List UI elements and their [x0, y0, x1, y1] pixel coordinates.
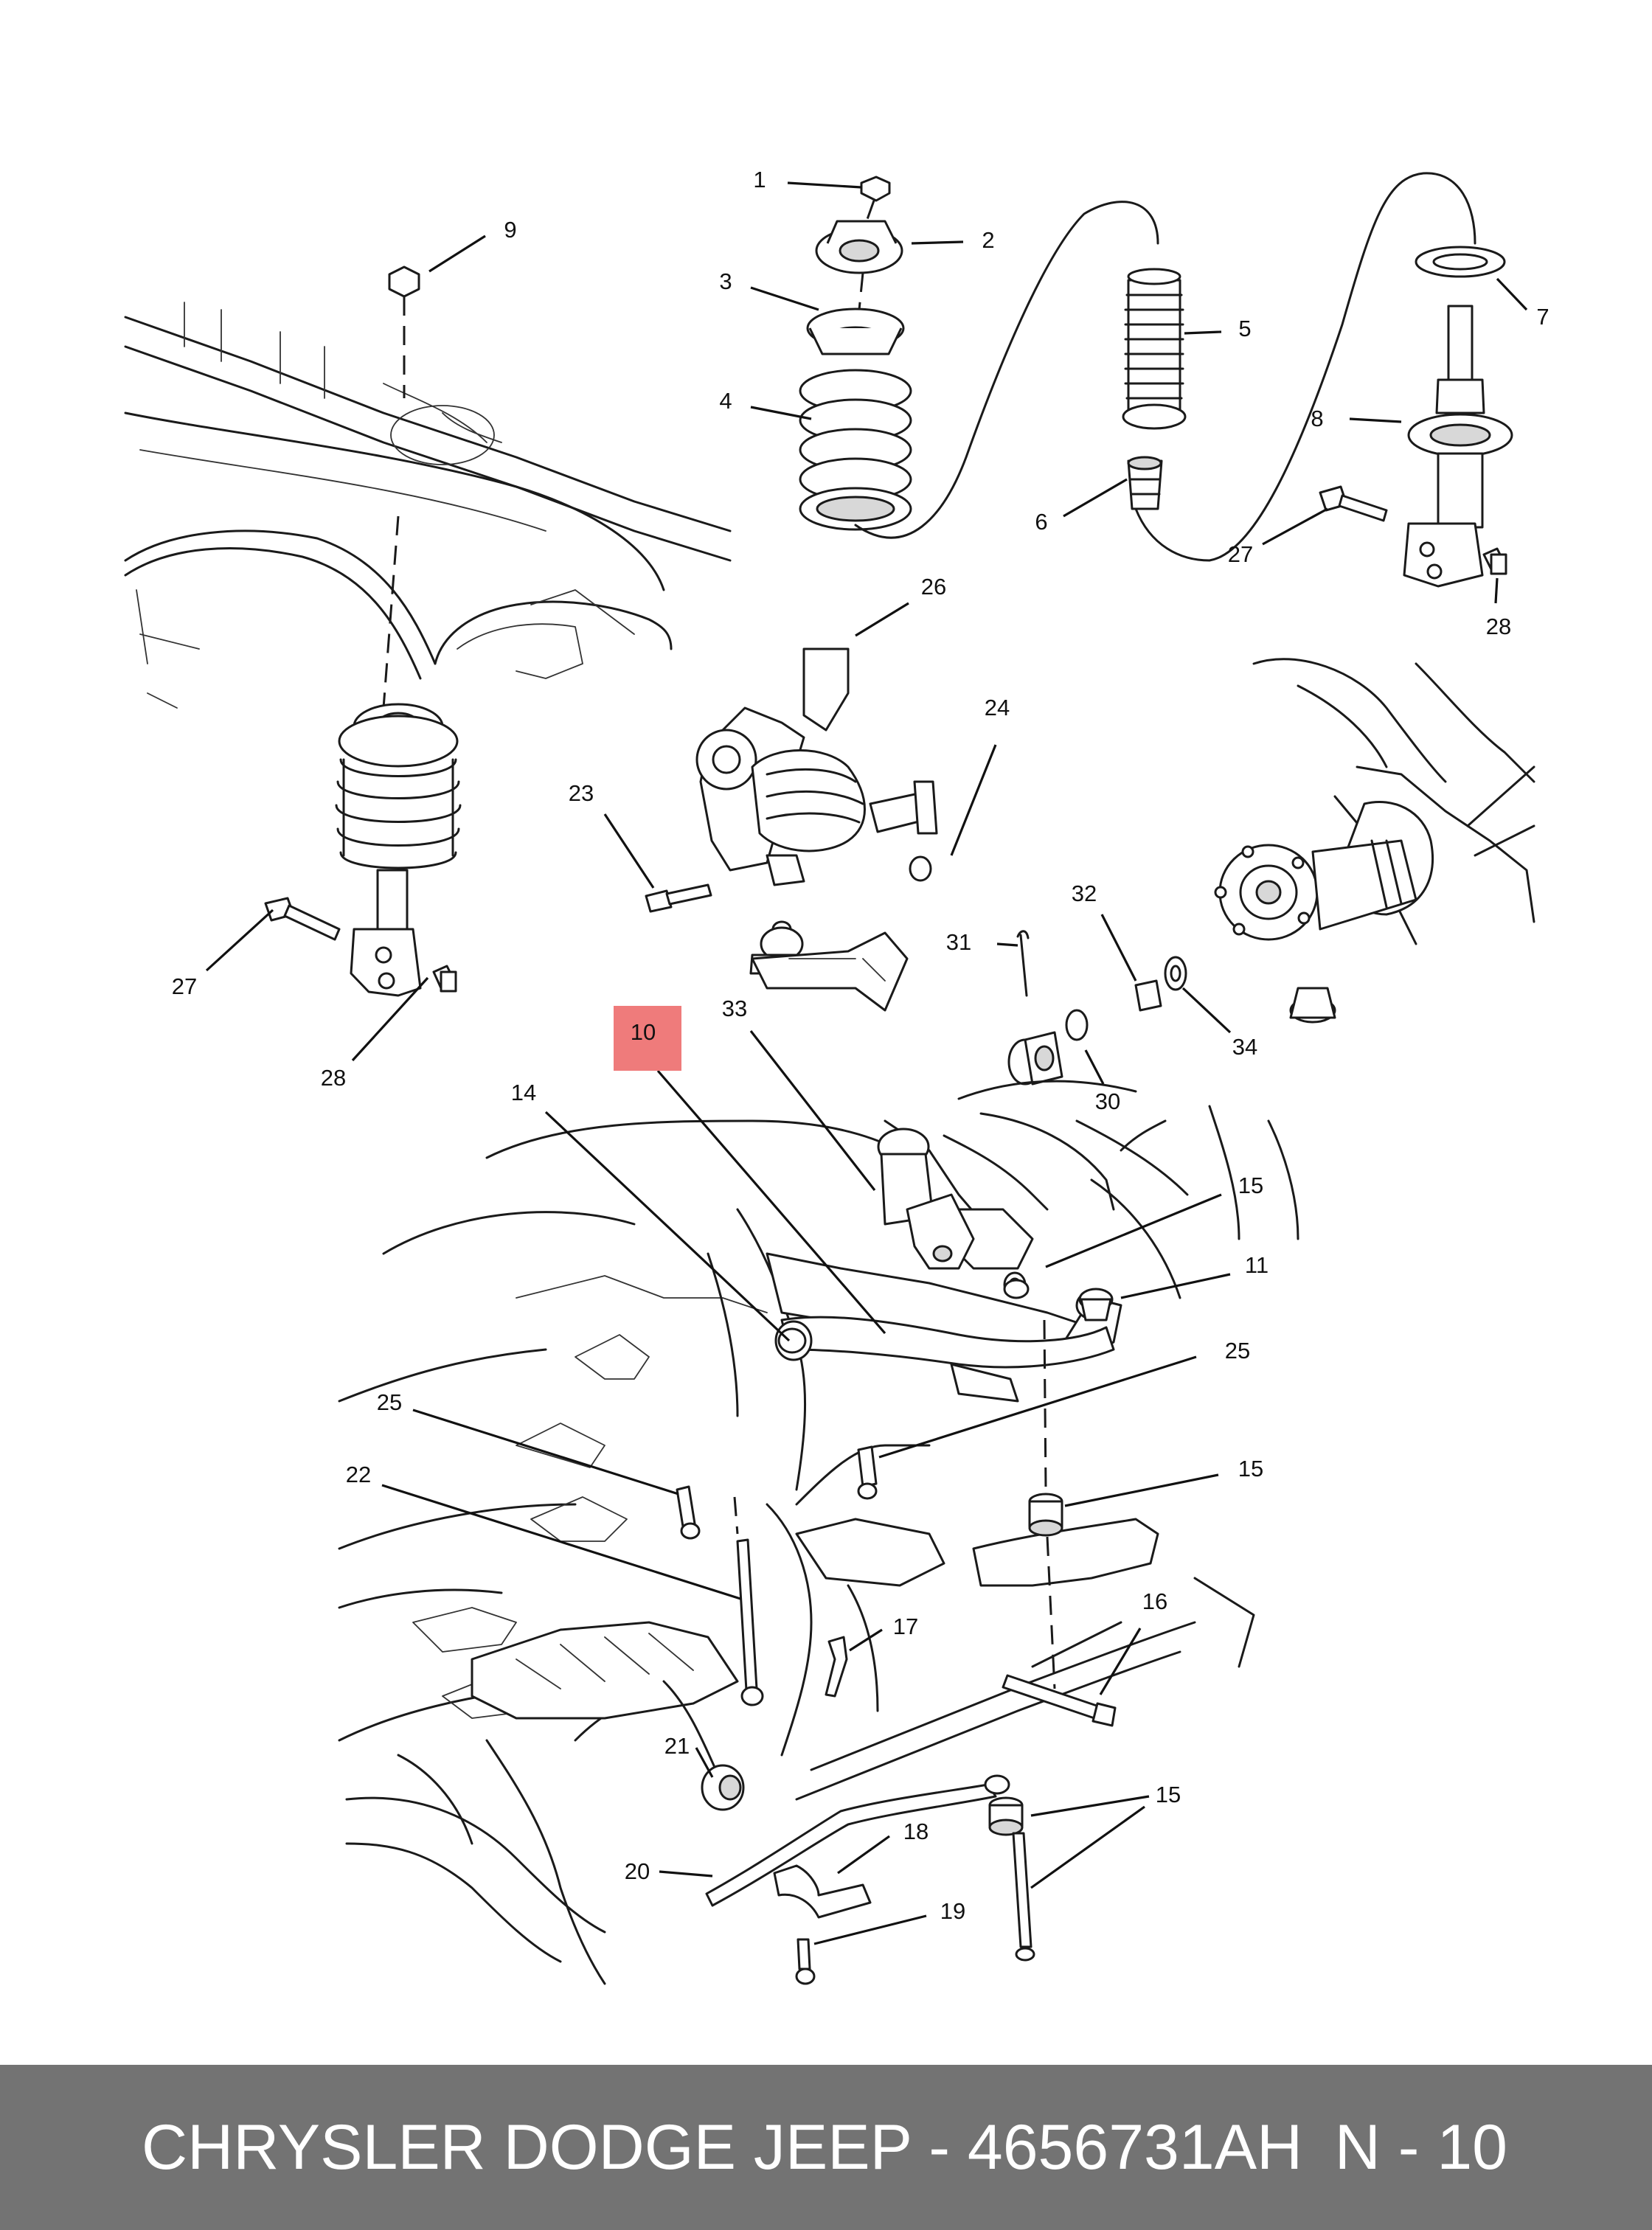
top-mount-stack — [799, 176, 912, 531]
right-strut-assembly — [1403, 246, 1513, 588]
callout-33: 33 — [722, 996, 747, 1021]
callout-6: 6 — [1035, 509, 1047, 535]
footer-bar: CHRYSLER DODGE JEEP - 4656731AH N - 10 — [0, 2065, 1652, 2230]
callout-3: 3 — [719, 268, 732, 294]
assembly-reference-line — [854, 201, 1159, 539]
callout-2: 2 — [982, 227, 994, 253]
part-25-bolt-lower — [676, 1485, 701, 1540]
part-22-long-bolt — [733, 1496, 764, 1706]
callout-4: 4 — [719, 388, 732, 414]
left-bolt-27 — [264, 897, 341, 941]
callout-8: 8 — [1311, 406, 1323, 431]
callout-21: 21 — [664, 1733, 690, 1759]
right-hub-assembly — [1214, 658, 1535, 1024]
left-nut-28 — [432, 965, 457, 993]
part-32-nut-lock — [1134, 979, 1162, 1012]
part-5-dust-boot — [1122, 268, 1187, 430]
part-15-bushing-upper — [1003, 1279, 1030, 1299]
lower-subframe-structure — [338, 1080, 1299, 1985]
footer-part-number: CHRYSLER DODGE JEEP - 4656731AH — [142, 2112, 1303, 2183]
part-18-clamp — [773, 1864, 872, 1919]
part-11-ball-joint — [1078, 1288, 1114, 1321]
callout-11: 11 — [1245, 1252, 1268, 1278]
callout-15-middle: 15 — [1238, 1456, 1263, 1482]
body-fender-structure — [124, 302, 732, 709]
callout-23: 23 — [569, 780, 594, 806]
callout-28-left: 28 — [321, 1065, 346, 1091]
part-34-washer — [1164, 956, 1187, 991]
part-17-bracket — [825, 1636, 848, 1698]
callout-15-top: 15 — [1238, 1173, 1263, 1198]
right-nut-28 — [1482, 547, 1507, 575]
callout-32: 32 — [1072, 880, 1097, 906]
part-26-steering-knuckle — [695, 647, 938, 886]
callout-31: 31 — [946, 929, 971, 955]
callout-14: 14 — [511, 1080, 536, 1105]
callout-19: 19 — [940, 1898, 965, 1924]
callout-16: 16 — [1142, 1588, 1167, 1614]
assembly-reference-line-2 — [1134, 172, 1476, 562]
callout-26: 26 — [921, 574, 946, 600]
callout-25-right: 25 — [1225, 1338, 1250, 1364]
part-6-jounce-bumper — [1127, 456, 1163, 510]
part-23-bolt — [645, 883, 712, 913]
part-14-bushing — [777, 1327, 807, 1354]
callout-17: 17 — [893, 1614, 918, 1639]
callout-5: 5 — [1238, 316, 1251, 341]
callout-18: 18 — [903, 1819, 929, 1844]
callout-1: 1 — [753, 167, 766, 192]
right-bolt-27 — [1319, 485, 1388, 522]
part-30-bushing — [1007, 1009, 1089, 1086]
leader-lines — [205, 181, 1528, 1945]
callout-20: 20 — [625, 1858, 650, 1884]
part-16-bolt — [1002, 1674, 1117, 1727]
part-15-bushing-middle — [1028, 1319, 1063, 1689]
part-20-stabilizer-bar — [705, 1774, 1010, 1907]
footer-page-reference: N - 10 — [1334, 2112, 1507, 2183]
callout-25-left: 25 — [377, 1389, 402, 1415]
part-31-cotter-pin — [1016, 930, 1030, 997]
callout-27-right: 27 — [1228, 541, 1253, 567]
highlight-box-10 — [614, 1006, 681, 1071]
part-19-bolt — [795, 1938, 816, 1985]
callout-10: 10 — [631, 1019, 656, 1045]
callout-27-left: 27 — [172, 973, 197, 999]
callout-labels: 1 2 3 4 5 6 7 8 9 10 11 14 15 15 15 16 1… — [172, 167, 1549, 1924]
part-25-bolt-upper — [857, 1445, 878, 1500]
callout-34: 34 — [1232, 1034, 1257, 1060]
callout-28-right: 28 — [1486, 614, 1511, 639]
callout-7: 7 — [1536, 304, 1549, 330]
part-9-nut — [382, 265, 420, 709]
part-33-ball-joint — [749, 920, 909, 1012]
callout-24: 24 — [985, 695, 1010, 720]
exploded-suspension-diagram: 1 2 3 4 5 6 7 8 9 10 11 14 15 15 15 16 1… — [124, 167, 1549, 1985]
callout-30: 30 — [1095, 1088, 1120, 1114]
callout-22: 22 — [346, 1462, 371, 1487]
callout-15-bottom: 15 — [1156, 1782, 1181, 1807]
callout-9: 9 — [504, 217, 516, 243]
part-15-bushing-lower — [988, 1796, 1035, 1962]
left-strut-assembly — [335, 703, 462, 997]
lower-strut-body — [877, 1128, 975, 1270]
